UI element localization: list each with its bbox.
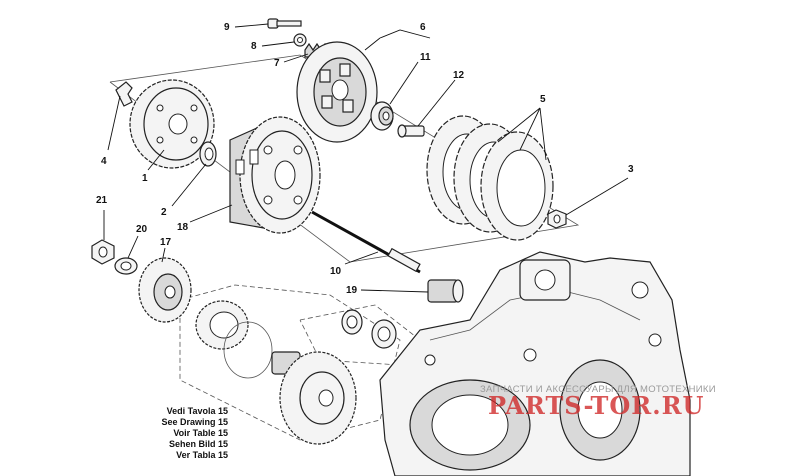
callout-6: 6: [420, 22, 426, 33]
ref-line-de: Sehen Bild 15: [168, 439, 228, 449]
callout-9: 9: [224, 22, 230, 33]
callout-12: 12: [453, 70, 465, 81]
part-nut: [547, 209, 567, 229]
callout-1: 1: [142, 173, 148, 184]
part-bearing: [370, 101, 394, 131]
watermark-site: PARTS-TOR.RU: [488, 391, 705, 420]
part-nut-lower: [91, 239, 115, 265]
callout-19: 19: [346, 285, 358, 296]
ref-line-es: Ver Tabla 15: [176, 450, 228, 460]
drawing-reference: Vedi Tavola 15 See Drawing 15 Voir Table…: [136, 406, 228, 461]
callout-3: 3: [628, 164, 634, 175]
callout-labels: 9 8 7 6 11 12 5 3 4 1 2 18 21 20 17 10 1…: [96, 22, 634, 296]
callout-2: 2: [161, 207, 167, 218]
crankcase: [379, 251, 691, 476]
part-bolt: [267, 18, 302, 29]
part-clutch-basket: [229, 116, 321, 234]
callout-7: 7: [274, 58, 280, 69]
part-seal-rings: [341, 309, 397, 349]
part-clutch-plates: [426, 115, 554, 241]
part-washer-lower: [114, 257, 138, 275]
part-pressure-plate: [296, 41, 378, 143]
ref-line-it: Vedi Tavola 15: [166, 406, 228, 416]
callout-21: 21: [96, 195, 108, 206]
part-primary-gear: [138, 257, 192, 323]
callout-17: 17: [160, 237, 172, 248]
part-washer-small: [293, 33, 307, 47]
leader-lines: [103, 23, 629, 293]
callout-8: 8: [251, 41, 257, 52]
callout-18: 18: [177, 222, 189, 233]
callout-11: 11: [420, 52, 431, 63]
part-push-rod: [311, 210, 421, 274]
watermark-subtitle: ЗАПЧАСТИ И АКСЕССУАРЫ ДЛЯ МОТОТЕХНИКИ: [480, 384, 716, 395]
ref-line-en: See Drawing 15: [161, 417, 228, 427]
ref-line-fr: Voir Table 15: [173, 428, 228, 438]
part-bushing: [427, 279, 464, 303]
part-ring-gear-assembly: [195, 300, 357, 445]
part-lock-tab: [115, 81, 133, 107]
part-thrust-washer: [199, 141, 217, 167]
callout-10: 10: [330, 266, 342, 277]
part-pushrod-cap: [397, 124, 425, 138]
callout-20: 20: [136, 224, 148, 235]
callout-5: 5: [540, 94, 546, 105]
callout-4: 4: [101, 156, 107, 167]
part-clutch-drum: [129, 79, 215, 169]
